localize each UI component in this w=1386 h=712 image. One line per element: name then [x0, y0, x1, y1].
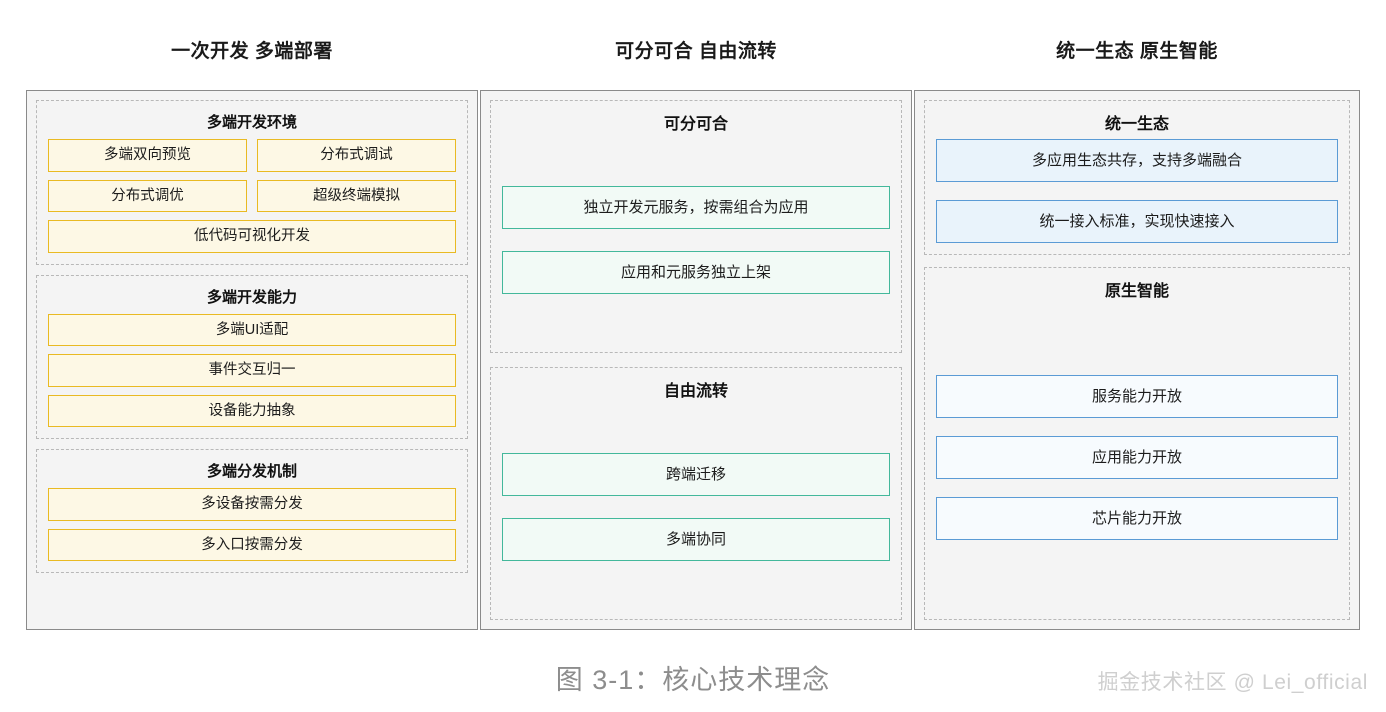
column-1: 一次开发 多端部署多端开发环境多端双向预览分布式调试分布式调优超级终端模拟低代码…: [26, 0, 478, 630]
card-row: 统一接入标准，实现快速接入: [936, 200, 1338, 243]
group-section: 多端分发机制多设备按需分发多入口按需分发: [36, 449, 468, 573]
group-title: 多端开发能力: [206, 288, 297, 306]
feature-card[interactable]: 事件交互归一: [48, 354, 456, 387]
column-2: 可分可合 自由流转可分可合独立开发元服务，按需组合为应用应用和元服务独立上架自由…: [480, 0, 912, 630]
columns-container: 一次开发 多端部署多端开发环境多端双向预览分布式调试分布式调优超级终端模拟低代码…: [26, 0, 1360, 630]
column-3: 统一生态 原生智能统一生态多应用生态共存，支持多端融合统一接入标准，实现快速接入…: [914, 0, 1360, 630]
group-title: 自由流转: [663, 383, 728, 400]
card-list: 跨端迁移多端协同: [502, 406, 890, 608]
card-row: 多设备按需分发: [48, 488, 456, 521]
group-title: 统一生态: [1104, 116, 1169, 133]
card-row: 设备能力抽象: [48, 394, 456, 427]
group-title: 多端开发环境: [206, 114, 297, 131]
group-section: 自由流转跨端迁移多端协同: [490, 367, 902, 620]
card-list: 多端UI适配事件交互归一设备能力抽象: [48, 313, 456, 427]
card-row: 多端双向预览分布式调试: [48, 139, 456, 172]
feature-card[interactable]: 设备能力抽象: [48, 394, 456, 427]
column-box: 可分可合独立开发元服务，按需组合为应用应用和元服务独立上架自由流转跨端迁移多端协…: [480, 90, 912, 630]
card-row: 事件交互归一: [48, 354, 456, 387]
group-title: 可分可合: [663, 116, 728, 133]
feature-card[interactable]: 跨端迁移: [502, 453, 890, 496]
column-title: 一次开发 多端部署: [171, 41, 333, 62]
card-row: 分布式调优超级终端模拟: [48, 179, 456, 212]
card-list: 多应用生态共存，支持多端融合统一接入标准，实现快速接入: [936, 139, 1338, 243]
group-section: 多端开发环境多端双向预览分布式调试分布式调优超级终端模拟低代码可视化开发: [36, 100, 468, 265]
card-row: 多端协同: [502, 518, 890, 561]
group-section: 多端开发能力多端UI适配事件交互归一设备能力抽象: [36, 274, 468, 439]
card-row: 独立开发元服务，按需组合为应用: [502, 186, 890, 229]
figure-caption: 图 3-1：核心技术理念: [555, 665, 831, 695]
column-title: 统一生态 原生智能: [1056, 41, 1218, 62]
feature-card[interactable]: 多应用生态共存，支持多端融合: [936, 139, 1338, 182]
watermark-text: 掘金技术社区 @ Lei_official: [1097, 671, 1368, 694]
feature-card[interactable]: 超级终端模拟: [257, 179, 456, 212]
card-list: 独立开发元服务，按需组合为应用应用和元服务独立上架: [502, 139, 890, 341]
group-title: 多端分发机制: [206, 463, 297, 480]
card-list: 多设备按需分发多入口按需分发: [48, 488, 456, 561]
feature-card[interactable]: 芯片能力开放: [936, 496, 1338, 540]
feature-card[interactable]: 统一接入标准，实现快速接入: [936, 200, 1338, 243]
feature-card[interactable]: 低代码可视化开发: [48, 220, 456, 253]
feature-card[interactable]: 应用和元服务独立上架: [502, 251, 890, 294]
feature-card[interactable]: 多端协同: [502, 518, 890, 561]
feature-card[interactable]: 应用能力开放: [936, 435, 1338, 479]
group-title: 原生智能: [1104, 283, 1169, 300]
feature-card[interactable]: 独立开发元服务，按需组合为应用: [502, 186, 890, 229]
card-list: 多端双向预览分布式调试分布式调优超级终端模拟低代码可视化开发: [48, 139, 456, 253]
feature-card[interactable]: 分布式调优: [48, 179, 247, 212]
feature-card[interactable]: 多入口按需分发: [48, 528, 456, 561]
card-row: 多应用生态共存，支持多端融合: [936, 139, 1338, 182]
feature-card[interactable]: 多端UI适配: [48, 313, 456, 346]
card-row: 跨端迁移: [502, 453, 890, 496]
card-row: 芯片能力开放: [936, 496, 1338, 540]
group-section: 统一生态多应用生态共存，支持多端融合统一接入标准，实现快速接入: [924, 100, 1350, 255]
card-row: 多入口按需分发: [48, 528, 456, 561]
feature-card[interactable]: 分布式调试: [257, 139, 456, 172]
column-box: 多端开发环境多端双向预览分布式调试分布式调优超级终端模拟低代码可视化开发多端开发…: [26, 90, 478, 630]
card-row: 服务能力开放: [936, 374, 1338, 418]
feature-card[interactable]: 多设备按需分发: [48, 488, 456, 521]
group-section: 原生智能服务能力开放应用能力开放芯片能力开放: [924, 267, 1350, 620]
card-row: 应用和元服务独立上架: [502, 251, 890, 294]
figure-footer: 图 3-1：核心技术理念 掘金技术社区 @ Lei_official: [0, 630, 1386, 712]
card-row: 应用能力开放: [936, 435, 1338, 479]
group-section: 可分可合独立开发元服务，按需组合为应用应用和元服务独立上架: [490, 100, 902, 353]
feature-card[interactable]: 多端双向预览: [48, 139, 247, 172]
feature-card[interactable]: 服务能力开放: [936, 374, 1338, 418]
card-row: 低代码可视化开发: [48, 220, 456, 253]
card-list: 服务能力开放应用能力开放芯片能力开放: [936, 306, 1338, 608]
column-box: 统一生态多应用生态共存，支持多端融合统一接入标准，实现快速接入原生智能服务能力开…: [914, 90, 1360, 630]
column-title: 可分可合 自由流转: [615, 41, 777, 62]
card-row: 多端UI适配: [48, 313, 456, 346]
